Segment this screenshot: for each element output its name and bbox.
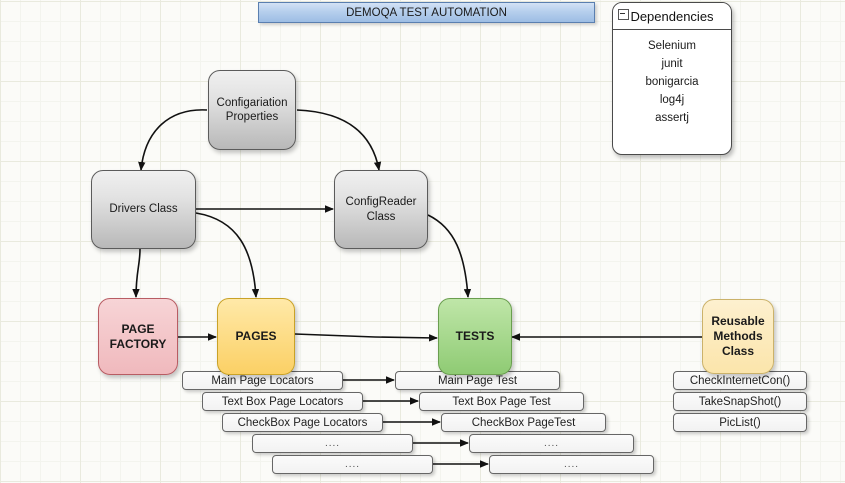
list-item-label: Main Page Test: [437, 374, 518, 387]
page-title-banner: DEMOQA TEST AUTOMATION: [258, 2, 595, 23]
node-config-reader-class[interactable]: ConfigReader Class: [334, 170, 428, 249]
list-item-test[interactable]: Main Page Test: [395, 371, 560, 390]
node-label: Configariation Properties: [216, 96, 288, 123]
node-label: Reusable Methods Class: [711, 314, 765, 358]
list-item-test[interactable]: CheckBox PageTest: [441, 413, 606, 432]
dependency-item: bonigarcia: [645, 76, 699, 88]
list-item-label: ....: [344, 459, 361, 470]
list-item-test[interactable]: ....: [469, 434, 634, 453]
list-item-label: CheckBox Page Locators: [237, 416, 368, 429]
dependency-item: log4j: [659, 94, 685, 106]
list-item-label: ....: [324, 438, 341, 449]
edge-configreader-to-tests: [427, 214, 472, 298]
list-item-method[interactable]: TakeSnapShot(): [673, 392, 807, 411]
node-page-factory[interactable]: PAGE FACTORY: [98, 298, 178, 375]
dependencies-list: Selenium junit bonigarcia log4j assertj: [613, 30, 731, 124]
edge-pages-to-tests: [294, 333, 438, 342]
node-tests[interactable]: TESTS: [438, 298, 512, 375]
node-label: TESTS: [455, 329, 495, 343]
banner-label: DEMOQA TEST AUTOMATION: [346, 6, 507, 19]
node-pages[interactable]: PAGES: [217, 298, 295, 375]
dependency-item: Selenium: [648, 40, 696, 52]
edge-drivers-to-pages: [195, 212, 260, 298]
list-item-label: ....: [543, 438, 560, 449]
list-item-test[interactable]: ....: [489, 455, 654, 474]
list-item-locator[interactable]: Text Box Page Locators: [202, 392, 363, 411]
list-item-label: PicList(): [719, 416, 761, 429]
list-item-locator[interactable]: ....: [252, 434, 413, 453]
list-item-label: CheckInternetCon(): [689, 374, 791, 387]
list-item-locator[interactable]: Main Page Locators: [182, 371, 343, 390]
list-item-label: CheckBox PageTest: [471, 416, 576, 429]
node-label: PAGE FACTORY: [109, 321, 167, 351]
list-item-label: TakeSnapShot(): [698, 395, 782, 408]
node-reusable-methods-class[interactable]: Reusable Methods Class: [702, 299, 774, 374]
node-drivers-class[interactable]: Drivers Class: [91, 170, 196, 249]
edge-config-to-configreader: [296, 109, 382, 171]
dependencies-title: Dependencies: [630, 8, 714, 24]
list-item-method[interactable]: CheckInternetCon(): [673, 371, 807, 390]
dependency-item: assertj: [655, 112, 689, 124]
dependency-item: junit: [661, 58, 683, 70]
list-item-locator[interactable]: ....: [272, 455, 433, 474]
list-item-locator[interactable]: CheckBox Page Locators: [222, 413, 383, 432]
list-item-label: ....: [563, 459, 580, 470]
dependencies-panel-header: Dependencies: [613, 3, 731, 30]
list-item-label: Text Box Page Test: [452, 395, 551, 408]
edge-drivers-to-pagefactory: [132, 248, 141, 298]
node-label: PAGES: [235, 329, 277, 343]
list-item-method[interactable]: PicList(): [673, 413, 807, 432]
list-item-test[interactable]: Text Box Page Test: [419, 392, 584, 411]
minus-box-icon[interactable]: [618, 9, 629, 20]
node-label: Drivers Class: [109, 203, 178, 216]
list-item-label: Main Page Locators: [211, 374, 314, 387]
list-item-label: Text Box Page Locators: [221, 395, 344, 408]
node-configuration-properties[interactable]: Configariation Properties: [208, 70, 296, 150]
node-label: ConfigReader Class: [345, 196, 417, 223]
dependencies-panel: Dependencies Selenium junit bonigarcia l…: [612, 2, 732, 155]
edge-config-to-drivers: [138, 109, 208, 171]
